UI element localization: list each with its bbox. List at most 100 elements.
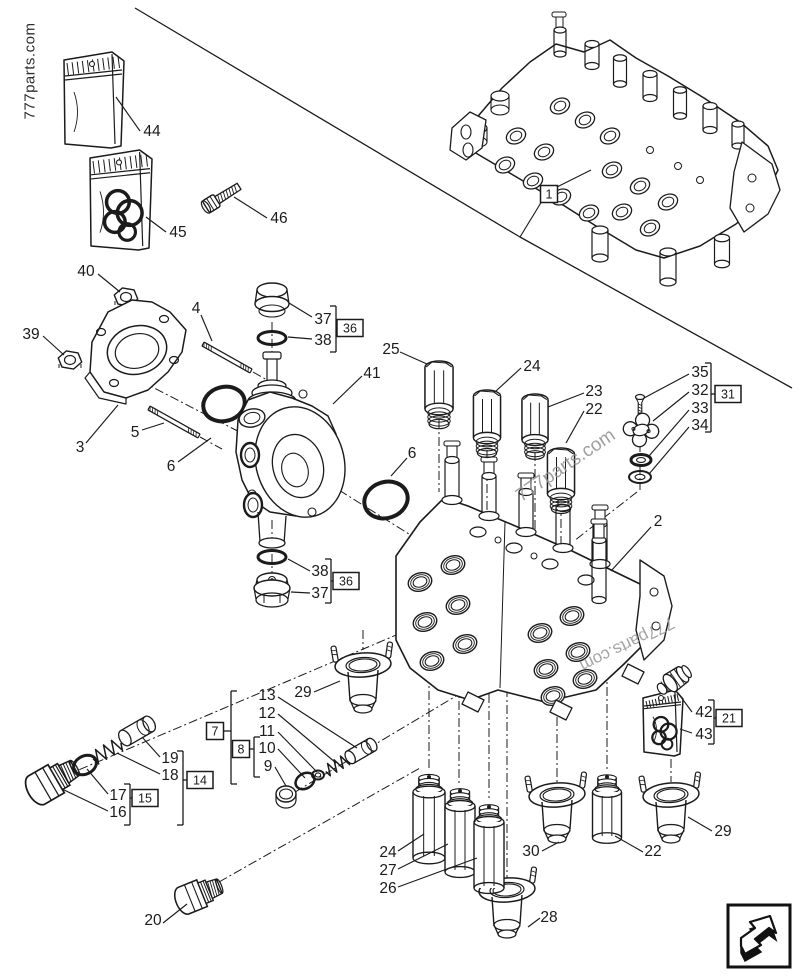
part-19-poppet xyxy=(117,715,157,747)
stud xyxy=(330,645,339,663)
part-17-oring xyxy=(72,753,98,777)
callout-27: 27 xyxy=(379,843,449,879)
callout-31: 31 xyxy=(714,384,742,404)
part-number-23: 23 xyxy=(585,383,602,400)
part-37-cap-a xyxy=(254,282,290,318)
part-number-6: 6 xyxy=(408,445,417,462)
part-33-seal xyxy=(629,453,653,467)
part-24-cap xyxy=(472,389,502,459)
callout-6: 6 xyxy=(167,437,212,475)
callout-29: 29 xyxy=(687,816,732,840)
callout-15: 15 xyxy=(131,788,159,808)
part-number-2: 2 xyxy=(654,513,663,530)
part-number-29: 29 xyxy=(294,684,311,701)
part-38-oring-a xyxy=(256,330,288,346)
callout-11: 11 xyxy=(259,723,318,773)
part-number-10: 10 xyxy=(258,740,276,757)
plug-shape xyxy=(174,878,224,915)
part-number-9: 9 xyxy=(264,758,273,775)
part-number-26: 26 xyxy=(379,880,396,897)
part-number-30: 30 xyxy=(522,843,540,860)
part-18-spring xyxy=(92,739,124,765)
callout-13: 13 xyxy=(258,687,358,749)
next-page-arrow-logo[interactable] xyxy=(726,903,792,969)
bushing-shape xyxy=(117,715,157,747)
part-34-seal xyxy=(628,470,652,484)
part-24-solenoid xyxy=(412,773,446,865)
callout-33: 33 xyxy=(648,400,709,457)
part-number-20: 20 xyxy=(144,912,162,929)
part-5-stud xyxy=(147,405,201,439)
part-number-36: 36 xyxy=(339,575,353,589)
part-37-plug-b xyxy=(253,572,291,608)
part-29-breather-a xyxy=(330,641,394,714)
part-1-valve-assembly xyxy=(449,11,781,287)
part-6-oring-b xyxy=(362,479,410,521)
callout-23: 23 xyxy=(547,383,603,408)
callout-38: 38 xyxy=(287,332,332,349)
part-29-breather-b xyxy=(638,771,702,844)
part-number-7: 7 xyxy=(212,725,219,739)
callout-22: 22 xyxy=(565,401,603,444)
callout-42: 42 xyxy=(677,692,713,721)
part-39-nut xyxy=(57,350,83,370)
stud xyxy=(529,866,538,884)
part-23-cap xyxy=(521,393,549,460)
callout-38: 38 xyxy=(287,558,329,580)
part-number-25: 25 xyxy=(382,341,399,358)
part-number-37: 37 xyxy=(311,585,328,602)
part-number-32: 32 xyxy=(691,382,708,399)
part-20-plug xyxy=(174,878,224,915)
part-number-44: 44 xyxy=(143,123,161,140)
callout-43: 43 xyxy=(679,726,713,743)
callout-1: 1 xyxy=(519,169,592,238)
part-43-seal-kit-bag xyxy=(642,689,684,757)
part-number-11: 11 xyxy=(259,723,275,740)
part-number-13: 13 xyxy=(258,687,275,704)
part-number-17: 17 xyxy=(109,787,126,804)
part-number-27: 27 xyxy=(379,862,396,879)
callout-9: 9 xyxy=(264,758,287,787)
callout-7: 7 xyxy=(205,721,225,741)
part-9-cap xyxy=(275,785,297,809)
part-22-cap xyxy=(546,447,576,515)
callout-22: 22 xyxy=(614,835,662,860)
callout-28: 28 xyxy=(527,909,558,928)
part-2-valve-body xyxy=(395,440,673,721)
part-38-oring-b xyxy=(256,549,288,565)
part-number-5: 5 xyxy=(131,424,140,441)
spring-shape xyxy=(92,739,124,765)
part-number-4: 4 xyxy=(192,300,201,317)
part-number-37: 37 xyxy=(314,311,331,328)
callout-2: 2 xyxy=(610,513,663,572)
part-30-breather xyxy=(524,771,588,844)
poppet-shape xyxy=(622,412,660,448)
part-26-solenoid xyxy=(473,804,505,895)
part-number-40: 40 xyxy=(77,263,95,280)
bolt-shape xyxy=(200,182,242,214)
callout-30: 30 xyxy=(522,841,560,860)
stud xyxy=(579,771,588,789)
part-number-1: 1 xyxy=(546,188,553,202)
part-27-solenoid xyxy=(444,788,476,879)
callout-29: 29 xyxy=(294,680,341,701)
callout-21: 21 xyxy=(715,708,743,728)
part-42-plug xyxy=(656,664,692,695)
part-number-36: 36 xyxy=(343,322,357,336)
bushing-shape xyxy=(344,737,378,765)
plug-shape xyxy=(656,664,692,695)
part-11-washer xyxy=(311,769,325,781)
callout-44: 44 xyxy=(115,96,161,140)
part-number-24: 24 xyxy=(379,844,397,861)
callout-36: 36 xyxy=(332,571,360,591)
callout-3: 3 xyxy=(76,404,119,456)
part-16-plug xyxy=(24,759,81,806)
part-45-oring-kit-bag xyxy=(89,149,153,251)
callout-41: 41 xyxy=(332,365,381,405)
part-number-38: 38 xyxy=(314,332,331,349)
callout-45: 45 xyxy=(145,216,187,241)
part-32-poppet xyxy=(622,412,660,448)
spring-shape xyxy=(325,755,351,777)
callout-36: 36 xyxy=(336,318,364,338)
